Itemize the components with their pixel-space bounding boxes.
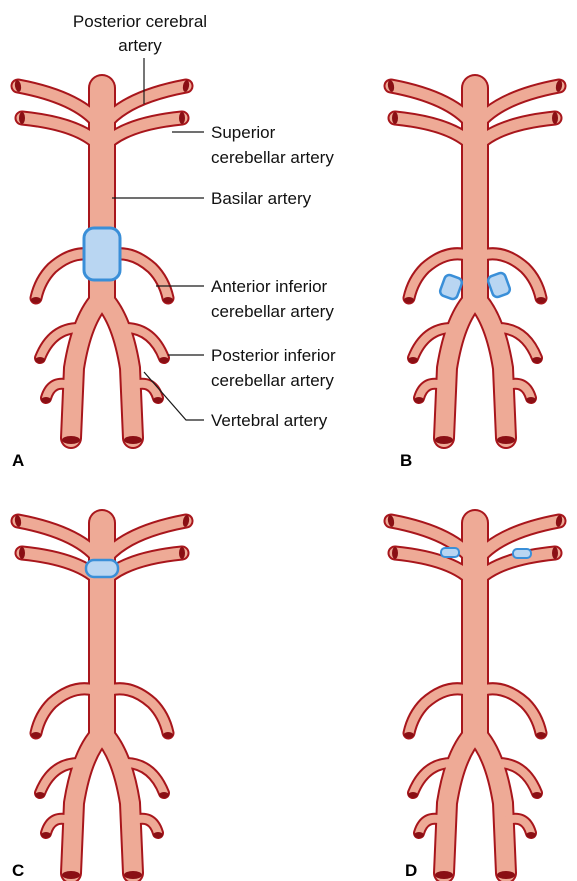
lesion-top-of-basilar [86, 560, 118, 577]
lesion-right-pca [513, 549, 531, 558]
label-superior-cerebellar-2: cerebellar artery [211, 148, 334, 167]
label-posterior-inferior-2: cerebellar artery [211, 371, 334, 390]
lesion-right-vertebral [487, 272, 511, 299]
panel-c [14, 515, 190, 879]
label-posterior-cerebral-1: Posterior cerebral [73, 12, 207, 31]
label-anterior-inferior-2: cerebellar artery [211, 302, 334, 321]
label-vertebral: Vertebral artery [211, 411, 328, 430]
panel-letter-c: C [12, 861, 24, 880]
label-posterior-cerebral-2: artery [118, 36, 162, 55]
label-superior-cerebellar-1: Superior [211, 123, 276, 142]
lesion-left-vertebral [439, 274, 463, 301]
artery-tree [387, 515, 563, 879]
label-anterior-inferior-1: Anterior inferior [211, 277, 328, 296]
panel-a [14, 80, 190, 444]
panel-letter-b: B [400, 451, 412, 470]
label-posterior-inferior-1: Posterior inferior [211, 346, 336, 365]
panel-letter-d: D [405, 861, 417, 880]
lesion-basilar [84, 228, 120, 280]
lesion-left-pca [441, 548, 459, 557]
label-basilar: Basilar artery [211, 189, 312, 208]
artery-tree [387, 80, 563, 444]
panel-b [387, 80, 563, 444]
panel-letter-a: A [12, 451, 24, 470]
panel-d [387, 515, 563, 879]
